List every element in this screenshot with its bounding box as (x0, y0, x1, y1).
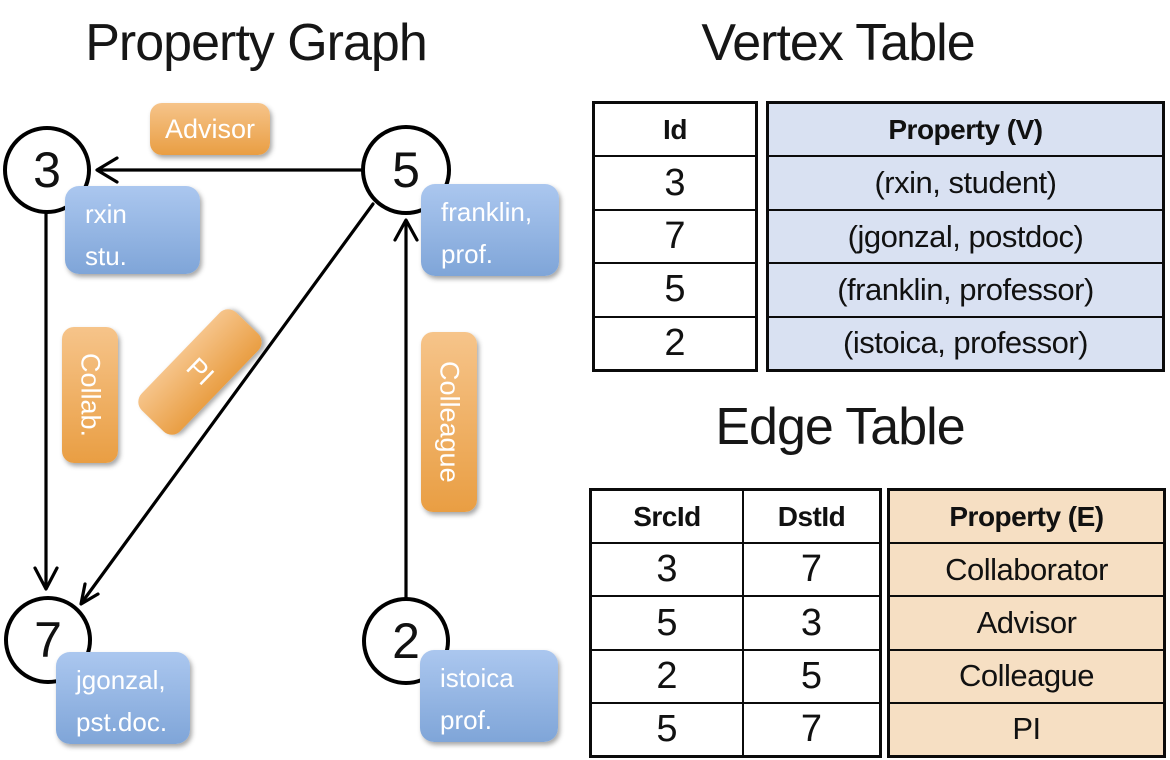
vertex-property-line: istoica (440, 663, 514, 693)
edge-table-src-dst-columns: SrcId DstId 3 7 5 3 2 5 5 7 (589, 488, 882, 758)
vertex-property-line: pst.doc. (76, 706, 168, 737)
edge-dst-cell: 7 (742, 703, 879, 756)
edge-label-advisor: Advisor (150, 103, 270, 155)
table-row: 2 5 (592, 648, 879, 702)
vertex-property-box-istoica: istoica prof. (420, 650, 558, 742)
table-row: 5 (595, 262, 755, 315)
table-row: 7 (595, 208, 755, 262)
edge-label-collab: Collab. (62, 327, 118, 463)
edge-property-cell: Colleague (890, 650, 1163, 702)
vertex-property-line: franklin, (441, 197, 533, 227)
edge-label-text: Collab. (75, 352, 106, 438)
vertex-property-header: Property (V) (769, 104, 1162, 156)
edge-property-header: Property (E) (890, 491, 1163, 543)
node-id-label: 2 (392, 613, 420, 669)
arrowhead-at-node-5 (393, 218, 419, 242)
vertex-property-line: jgonzal, (76, 665, 166, 695)
node-id-label: 5 (392, 142, 420, 198)
edge-src-header: SrcId (633, 500, 701, 532)
vertex-table-property-column: Property (V) (rxin, student) (jgonzal, p… (766, 101, 1165, 372)
vertex-id-cell: 5 (664, 268, 686, 311)
edge-src-cell: 5 (656, 601, 678, 644)
vertex-property-cell: (jgonzal, postdoc) (769, 210, 1162, 263)
vertex-property-cell: (rxin, student) (769, 157, 1162, 209)
table-row: Advisor (890, 595, 1163, 649)
vertex-property-cell: (franklin, professor) (769, 264, 1162, 316)
edge-label-colleague: Colleague (421, 332, 477, 512)
edge-table-property-column: Property (E) Collaborator Advisor Collea… (887, 488, 1166, 758)
vertex-property-line: rxin (85, 199, 127, 229)
vertex-id-cell: 3 (664, 161, 686, 204)
edge-label-text: PI (180, 351, 220, 392)
edge-line-5-to-7 (81, 202, 375, 603)
vertex-property-line: stu. (85, 240, 127, 271)
property-graph-title: Property Graph (85, 14, 428, 72)
arrowhead-at-node-7-diagonal (79, 582, 100, 606)
vertex-table-title: Vertex Table (701, 14, 975, 72)
table-row: (rxin, student) (769, 155, 1162, 209)
vertex-property-box-franklin: franklin, prof. (421, 184, 559, 276)
edge-src-cell: 2 (656, 654, 678, 697)
vertex-id-cell: 7 (664, 215, 686, 258)
graph-edges-canvas (33, 156, 419, 606)
vertex-id-header: Id (663, 113, 687, 145)
edge-property-cell: Advisor (890, 597, 1163, 649)
vertex-property-box-rxin: rxin stu. (65, 186, 200, 274)
table-row: (jgonzal, postdoc) (769, 208, 1162, 263)
table-row: 2 (595, 315, 755, 369)
edge-dst-header: DstId (742, 491, 879, 543)
edge-label-text: Colleague (434, 361, 465, 483)
vertex-property-box-jgonzal: jgonzal, pst.doc. (56, 652, 190, 744)
edge-dst-cell: 7 (742, 544, 879, 596)
edge-property-cell: Collaborator (890, 544, 1163, 596)
table-row: Colleague (890, 648, 1163, 702)
table-row: 5 3 (592, 595, 879, 649)
vertex-table-id-column: Id 3 7 5 2 (592, 101, 758, 372)
table-row: 3 (595, 155, 755, 208)
node-id-label: 3 (33, 142, 61, 198)
arrowhead-at-node-3 (95, 156, 119, 184)
edge-property-cell: PI (890, 703, 1163, 756)
table-row: 5 7 (592, 701, 879, 756)
edge-src-cell: 3 (656, 548, 678, 591)
edge-src-cell: 5 (656, 707, 678, 750)
edge-label-text: Advisor (164, 113, 256, 144)
table-row: (istoica, professor) (769, 315, 1162, 370)
edge-table-title: Edge Table (715, 398, 965, 456)
table-row: (franklin, professor) (769, 262, 1162, 316)
edge-dst-cell: 5 (742, 650, 879, 702)
table-header-row: Property (V) (769, 104, 1162, 156)
edge-dst-cell: 3 (742, 597, 879, 649)
vertex-property-line: prof. (440, 704, 493, 735)
vertex-id-cell: 2 (664, 321, 686, 364)
arrowhead-at-node-7-vertical (33, 566, 59, 591)
table-header-row: SrcId DstId (592, 491, 879, 543)
graph-node-2: 2 (362, 597, 450, 685)
table-header-row: Property (E) (890, 491, 1163, 543)
table-row: 3 7 (592, 542, 879, 596)
vertex-property-cell: (istoica, professor) (769, 317, 1162, 370)
table-row: Collaborator (890, 542, 1163, 596)
table-header-row: Id (595, 104, 755, 155)
vertex-property-line: prof. (441, 238, 494, 269)
table-row: PI (890, 701, 1163, 756)
